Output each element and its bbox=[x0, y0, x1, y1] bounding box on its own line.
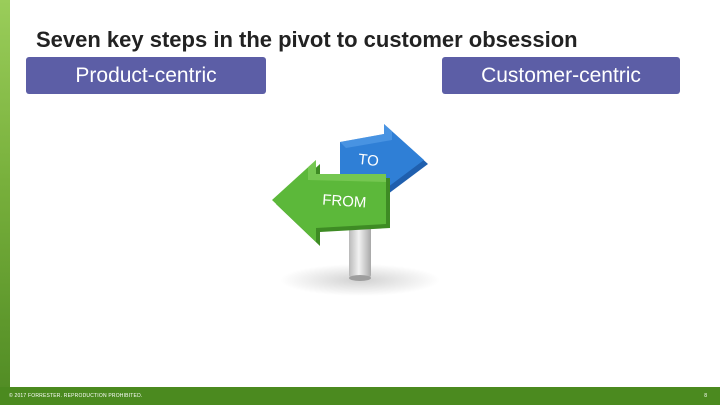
signpost-illustration: TO FROM bbox=[260, 120, 450, 300]
copyright-text: © 2017 FORRESTER. REPRODUCTION PROHIBITE… bbox=[9, 387, 143, 405]
slide-title: Seven key steps in the pivot to customer… bbox=[36, 26, 696, 54]
left-accent-bar bbox=[0, 0, 10, 405]
footer-bar: © 2017 FORRESTER. REPRODUCTION PROHIBITE… bbox=[0, 387, 720, 405]
from-text: FROM bbox=[322, 191, 367, 211]
to-text: TO bbox=[357, 151, 379, 170]
customer-centric-label: Customer-centric bbox=[442, 57, 680, 94]
product-centric-label: Product-centric bbox=[26, 57, 266, 94]
page-number: 8 bbox=[704, 387, 707, 405]
